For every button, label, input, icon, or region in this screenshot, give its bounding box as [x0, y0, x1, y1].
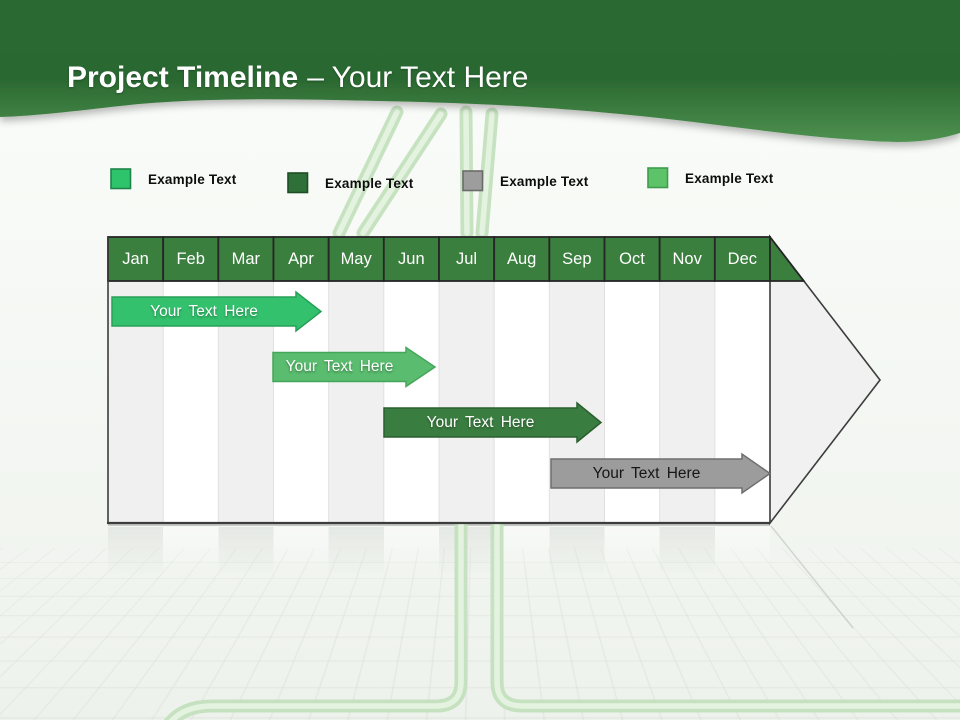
bar-3-label[interactable]: Your Text Here [426, 413, 535, 431]
legend-item-3[interactable]: Example Text [462, 170, 588, 192]
month-feb: Feb [176, 250, 205, 268]
month-sep: Sep [562, 250, 592, 268]
month-may: May [340, 250, 372, 268]
title-placeholder: – Your Text Here [307, 61, 529, 94]
month-aug: Aug [506, 250, 537, 268]
table-reflection [108, 527, 770, 579]
arrow-tip [769, 234, 882, 526]
bar-3[interactable] [383, 401, 603, 444]
legend-swatch-bright-green [110, 168, 132, 190]
legend-swatch-dark-green [287, 172, 309, 194]
legend-swatch-gray [462, 170, 484, 192]
month-jun: Jun [398, 250, 425, 268]
bar-4-label[interactable]: Your Text Here [592, 464, 701, 482]
legend-item-2[interactable]: Example Text [287, 172, 413, 194]
header-arrow-corner [769, 234, 806, 282]
bar-1-label[interactable]: Your Text Here [150, 302, 258, 320]
bar-2-label[interactable]: Your Text Here [285, 358, 394, 375]
month-apr: Apr [288, 250, 314, 268]
bar-1[interactable] [111, 290, 323, 333]
legend-item-1[interactable]: Example Text [110, 168, 236, 190]
bar-4[interactable] [550, 452, 772, 495]
bar-2[interactable] [272, 346, 437, 388]
month-nov: Nov [672, 250, 702, 268]
pipe-lower-group [163, 517, 960, 720]
header-wave [0, 0, 960, 142]
month-dec: Dec [727, 250, 757, 268]
legend-label: Example Text [685, 170, 774, 186]
table-reflection-edge [108, 524, 770, 526]
page-title[interactable]: Project Timeline– Your Text Here [67, 58, 528, 98]
legend-label: Example Text [148, 171, 237, 187]
legend-item-4[interactable]: Example Text [647, 167, 773, 189]
legend-label: Example Text [500, 173, 589, 189]
title-main: Project Timeline [67, 61, 299, 94]
month-header-row [107, 234, 806, 282]
legend-label: Example Text [325, 175, 414, 191]
month-mar: Mar [231, 250, 261, 268]
month-oct: Oct [619, 250, 645, 268]
legend-swatch-medium-green [647, 167, 669, 189]
month-jul: Jul [455, 250, 478, 268]
month-jan: Jan [122, 250, 149, 268]
